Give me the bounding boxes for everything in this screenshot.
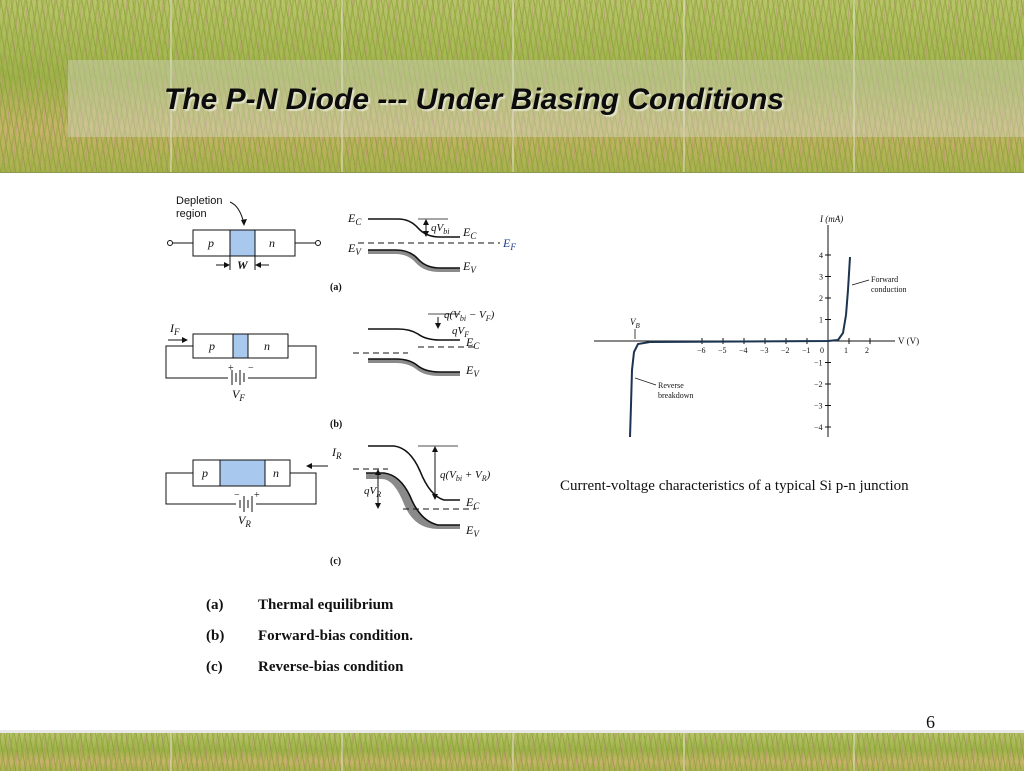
x-tick-label: 1 [844, 346, 848, 355]
page-number: 6 [926, 712, 935, 732]
header-background [0, 0, 1024, 173]
vf-label: VF [232, 387, 245, 403]
legend-item: (b) Forward-bias condition. [206, 627, 413, 658]
x-tick-label: −3 [760, 346, 769, 355]
q-vbi-minus-vf-label: q(Vbi − VF) [444, 309, 495, 323]
ef-label: EF [502, 236, 516, 252]
x-tick-label: −1 [802, 346, 811, 355]
y-tick-label: 4 [819, 251, 823, 260]
p-region-label-c: p [201, 466, 208, 480]
n-region-label-c: n [273, 466, 279, 480]
y-tick-label: 3 [819, 273, 823, 282]
panel-a: Depletion region p n W EC [167, 195, 516, 293]
y-tick-label: −2 [814, 380, 823, 389]
x-tick-label: −6 [697, 346, 706, 355]
x-tick-label: 2 [865, 346, 869, 355]
legend-item: (a) Thermal equilibrium [206, 596, 413, 627]
ev-label-a-right: EV [462, 259, 477, 275]
y-tick-label: −3 [814, 402, 823, 411]
vr-label: VR [238, 513, 251, 529]
n-region-label: n [269, 236, 275, 250]
n-region-label-b: n [264, 339, 270, 353]
depletion-label: Depletion [176, 195, 222, 207]
x-tick-label: −2 [781, 346, 790, 355]
y-tick-label: 2 [819, 294, 823, 303]
legend-key: (a) [206, 597, 224, 613]
y-tick-label: −4 [814, 423, 823, 432]
panel-b-label: (b) [330, 419, 342, 430]
x-tick-label: 0 [820, 346, 824, 355]
ec-label-c: EC [465, 495, 480, 511]
iv-caption: Current-voltage characteristics of a typ… [560, 478, 909, 494]
depletion-label-2: region [176, 208, 207, 220]
y-tick-label: 1 [819, 316, 823, 325]
svg-text:−: − [248, 363, 254, 374]
reverse-annotation: Reverse [658, 381, 684, 390]
y-axis-label: I (mA) [819, 214, 843, 224]
qvf-label: qVF [452, 325, 469, 339]
y-tick-label: −1 [814, 359, 823, 368]
forward-annotation: Forward [871, 275, 898, 284]
ev-label-a: EV [347, 241, 362, 257]
ir-label: IR [331, 445, 342, 461]
panel-a-label: (a) [330, 282, 342, 293]
x-tick-group: −6 −5 −4 −3 −2 −1 0 1 2 [697, 338, 871, 355]
legend-key: (c) [206, 659, 223, 675]
svg-text:+: + [228, 363, 234, 374]
qvbi-label: qVbi [431, 222, 449, 236]
footer-background [0, 730, 1024, 771]
legend-text: Forward-bias condition. [258, 628, 414, 644]
x-tick-label: −4 [739, 346, 748, 355]
legend-text: Thermal equilibrium [258, 597, 394, 613]
panel-c-label: (c) [330, 556, 341, 567]
legend-text: Reverse-bias condition [258, 659, 404, 675]
ev-label-b: EV [465, 363, 480, 379]
ec-label-a: EC [347, 211, 362, 227]
vb-label: VB [630, 317, 641, 330]
y-tick-group: 4 3 2 1 −1 −2 −3 −4 [814, 251, 831, 432]
svg-text:−: − [234, 490, 240, 501]
ec-label-a-right: EC [462, 225, 477, 241]
legend-key: (b) [206, 628, 225, 644]
iv-curve [629, 256, 851, 438]
p-region-label: p [207, 236, 214, 250]
reverse-annotation-2: breakdown [658, 391, 694, 400]
svg-text:+: + [254, 490, 260, 501]
panel-c: IR p n −+ VR q(Vbi + VR) qVR EC E [165, 445, 491, 567]
q-vbi-plus-vr-label: q(Vbi + VR) [440, 469, 491, 483]
ev-label-c: EV [465, 523, 480, 539]
ec-label-b: EC [465, 335, 480, 351]
qvr-label: qVR [364, 485, 381, 499]
band-diagram-figure: Depletion region p n W EC [165, 195, 516, 567]
legend: (a) Thermal equilibrium (b) Forward-bias c… [206, 596, 413, 689]
svg-text:I (mA): I (mA) [819, 214, 843, 224]
forward-annotation-2: conduction [871, 285, 907, 294]
if-label: IF [169, 321, 180, 337]
width-label: W [237, 258, 249, 272]
p-region-label-b: p [208, 339, 215, 353]
x-tick-label: −5 [718, 346, 727, 355]
title-bar [68, 60, 1024, 137]
page-title: The P-N Diode --- Under Biasing Conditio… [164, 83, 784, 116]
legend-item: (c) Reverse-bias condition [206, 658, 413, 689]
panel-b: IF p n + − VF q(Vbi − VF) qVF EC EV [165, 309, 495, 430]
x-axis-label: V (V) [898, 336, 919, 346]
